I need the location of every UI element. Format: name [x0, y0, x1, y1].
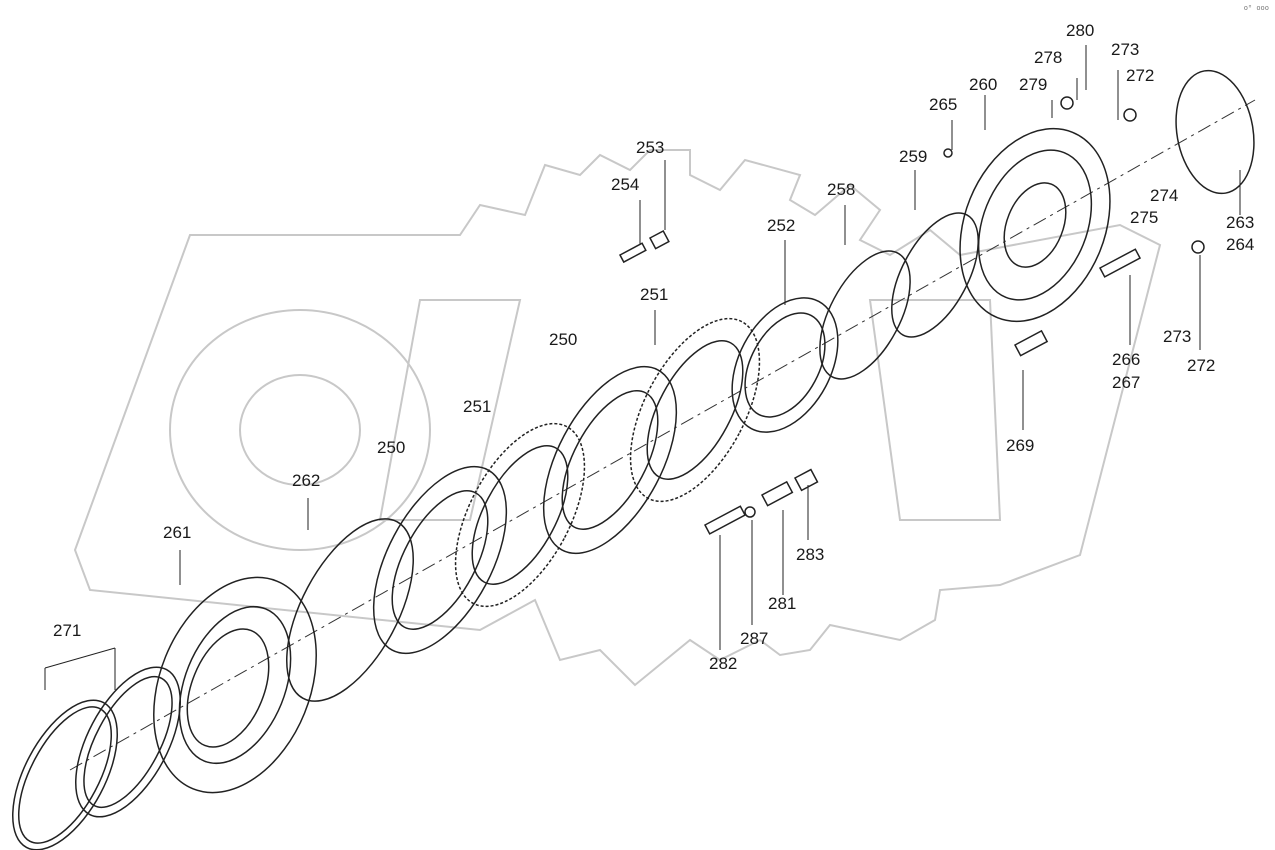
- part-label: 258: [827, 180, 856, 199]
- leader-lines: [44, 45, 1241, 690]
- part-label: 279: [1019, 75, 1048, 94]
- part-label: 273: [1163, 327, 1192, 346]
- part-label: 250: [549, 330, 578, 349]
- part-label: 259: [899, 147, 928, 166]
- o-ring-263: [1175, 69, 1255, 195]
- corner-mark: oᴴ ooo: [1243, 4, 1269, 12]
- steel-disc-251b: [629, 317, 761, 503]
- part-label: 272: [1126, 66, 1155, 85]
- pin-254: [618, 242, 647, 264]
- cover-260: [959, 127, 1111, 323]
- seal-259: [891, 212, 979, 338]
- part-label: 266: [1112, 350, 1141, 369]
- part-label: 282: [709, 654, 738, 673]
- part-label: 252: [767, 216, 796, 235]
- watermark-logo: [73, 149, 1162, 687]
- part-label: 265: [929, 95, 958, 114]
- part-label: 280: [1066, 21, 1095, 40]
- friction-disc-250a: [372, 465, 508, 655]
- snap-ring-271a: [12, 699, 118, 850]
- bolt-269: [1013, 329, 1049, 357]
- part-label: 271: [53, 621, 82, 640]
- part-label: 273: [1111, 40, 1140, 59]
- part-label: 251: [640, 285, 669, 304]
- part-label: 281: [768, 594, 797, 613]
- fitting-272a: [1123, 108, 1137, 122]
- steel-disc-251a: [454, 422, 586, 608]
- housing-261: [153, 576, 317, 794]
- part-label: 250: [377, 438, 406, 457]
- piston-252: [731, 297, 839, 433]
- bolt-282: [703, 505, 747, 535]
- seal-258: [819, 250, 911, 380]
- part-label: 264: [1226, 235, 1255, 254]
- part-label: 269: [1006, 436, 1035, 455]
- part-label: 283: [796, 545, 825, 564]
- part-label: 275: [1130, 208, 1159, 227]
- part-label: 260: [969, 75, 998, 94]
- part-label: 267: [1112, 373, 1141, 392]
- bolt-266: [1098, 248, 1142, 278]
- part-label: 261: [163, 523, 192, 542]
- part-label: 254: [611, 175, 640, 194]
- part-label: 272: [1187, 356, 1216, 375]
- snap-ring-271b: [75, 666, 181, 818]
- part-label: 278: [1034, 48, 1063, 67]
- pin-281: [760, 480, 794, 507]
- o-ring-262: [286, 518, 414, 702]
- bushing-253: [648, 229, 670, 250]
- washer-287: [744, 506, 756, 518]
- part-label: 287: [740, 629, 769, 648]
- axis-line: [69, 99, 1256, 771]
- part-label: 253: [636, 138, 665, 157]
- spring-283: [793, 468, 819, 492]
- fitting-272b: [1191, 240, 1205, 254]
- part-label: 251: [463, 397, 492, 416]
- part-label: 262: [292, 471, 321, 490]
- part-label: 274: [1150, 186, 1179, 205]
- fitting-278: [1060, 96, 1074, 110]
- part-label: 263: [1226, 213, 1255, 232]
- plug-265: [943, 148, 953, 158]
- friction-disc-250b: [542, 365, 678, 555]
